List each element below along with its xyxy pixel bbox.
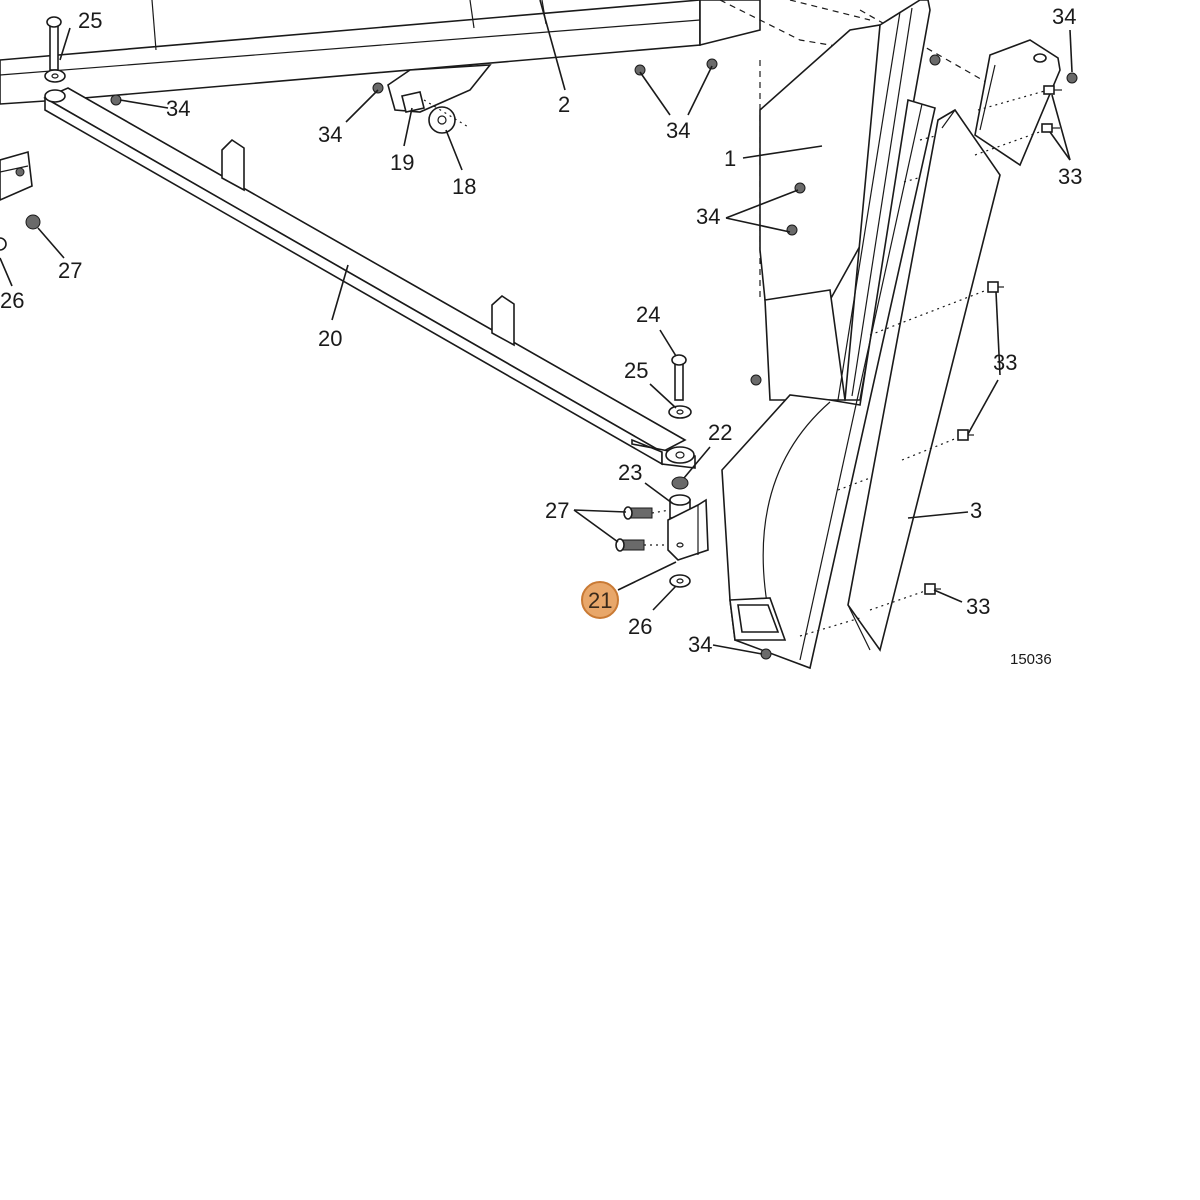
callout-19[interactable]: 19 (390, 150, 414, 175)
bolt-icon (987, 281, 1004, 293)
callout-34-d[interactable]: 34 (318, 122, 342, 147)
bolt-icon (957, 429, 974, 441)
highlighted-callout-marker[interactable] (581, 581, 619, 619)
callout-25[interactable]: 25 (624, 358, 648, 383)
brace-bar (43, 87, 696, 469)
nut-icon (706, 58, 718, 70)
figure-number: 15036 (1010, 651, 1052, 668)
nut-icon (750, 374, 762, 386)
bolts (924, 85, 1062, 595)
corner-gusset (974, 39, 1061, 167)
nut-icon (372, 82, 384, 94)
left-hardware (0, 16, 66, 251)
callout-20[interactable]: 20 (318, 326, 342, 351)
callout-2[interactable]: 2 (558, 92, 570, 117)
bolt-icon (924, 583, 941, 595)
callout-labels: 25 2 34 34 34 34 1 33 19 18 34 27 26 20 … (0, 4, 1082, 657)
nut-icon (110, 94, 122, 106)
nut-icon (760, 648, 772, 660)
bolt-icon (1041, 123, 1060, 133)
callout-26[interactable]: 26 (628, 614, 652, 639)
callout-22[interactable]: 22 (708, 420, 732, 445)
callout-33-bottom[interactable]: 33 (966, 594, 990, 619)
callout-34-c[interactable]: 34 (166, 96, 190, 121)
nuts (110, 54, 1078, 660)
callout-21[interactable]: 21 (588, 588, 612, 613)
pivot-bracket (387, 64, 492, 134)
callout-26-left[interactable]: 26 (0, 288, 24, 313)
nut-icon (794, 182, 806, 194)
callout-23[interactable]: 23 (618, 460, 642, 485)
nut-icon (929, 54, 941, 66)
mount-hardware-stack (615, 354, 709, 588)
callout-34-top-right[interactable]: 34 (1052, 4, 1076, 29)
callout-34-a[interactable]: 34 (666, 118, 690, 143)
callout-25-top[interactable]: 25 (78, 8, 102, 33)
nut-icon (786, 224, 798, 236)
callout-3[interactable]: 3 (970, 498, 982, 523)
callout-24[interactable]: 24 (636, 302, 660, 327)
bolt-icon (1043, 85, 1062, 95)
front-panel (721, 98, 936, 670)
callout-18[interactable]: 18 (452, 174, 476, 199)
nut-icon (1066, 72, 1078, 84)
callout-34-bottom[interactable]: 34 (688, 632, 712, 657)
leader-lines (0, 0, 1073, 655)
callout-27-left[interactable]: 27 (58, 258, 82, 283)
bolt-paths (799, 89, 1049, 637)
callout-33-top[interactable]: 33 (1058, 164, 1082, 189)
callout-27[interactable]: 27 (545, 498, 569, 523)
callout-33-mid[interactable]: 33 (993, 350, 1017, 375)
nut-icon (634, 64, 646, 76)
callout-34-b[interactable]: 34 (696, 204, 720, 229)
callout-1[interactable]: 1 (724, 146, 736, 171)
side-panel (847, 108, 1001, 652)
